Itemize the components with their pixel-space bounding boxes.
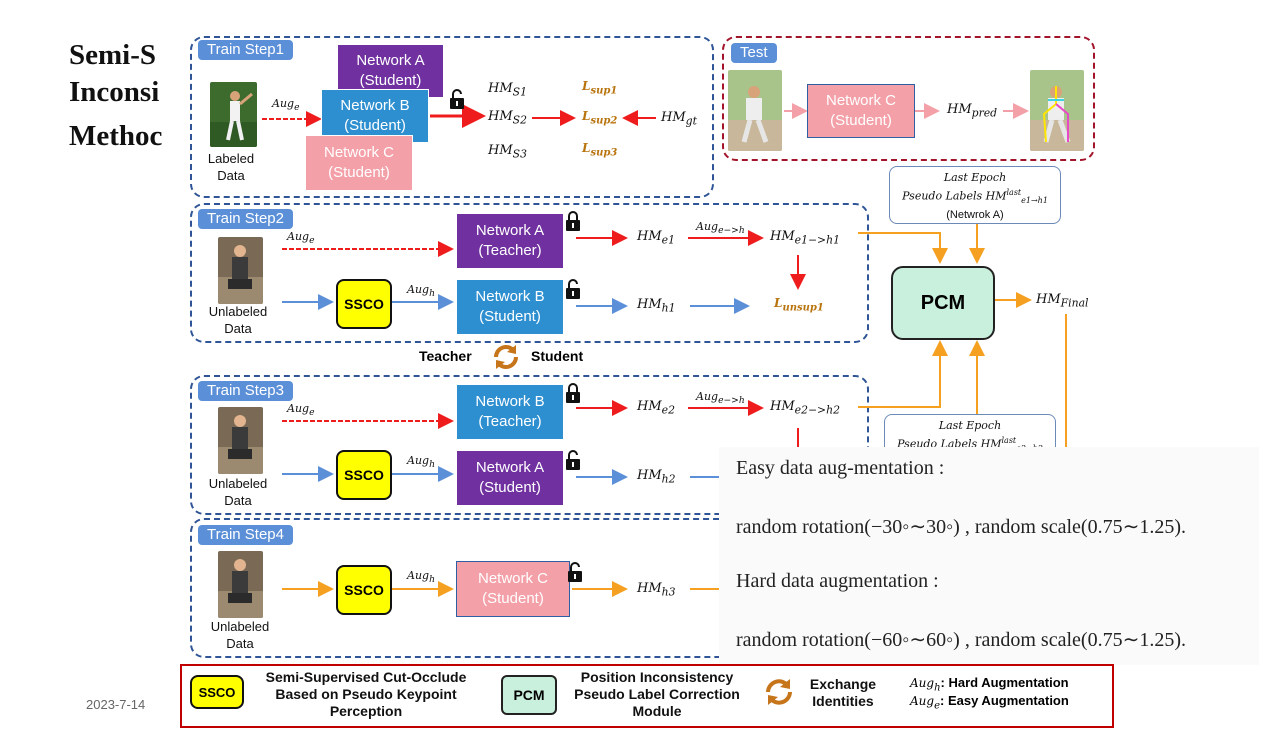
pcm-box: PCM — [891, 266, 995, 340]
hm-e2-label: HMe2 — [637, 399, 675, 417]
l-sup2-label: Lsup2 — [582, 109, 618, 127]
lock-icon — [566, 211, 580, 231]
test-input-image — [728, 70, 782, 151]
exchange-student-label: Student — [531, 348, 584, 364]
step3-ssco-box: SSCO — [336, 450, 392, 500]
legend-aug-e: Auge: Easy Augmentation — [910, 693, 1069, 712]
step2-aug-e-label: Auge — [287, 230, 315, 247]
test-output-image — [1030, 70, 1084, 151]
hm-e1h1-label: HMe1−>h1 — [770, 229, 840, 247]
step2-network-b-student-box: Network B(Student) — [456, 279, 564, 335]
step4-network-c-student-box: Network C(Student) — [456, 561, 570, 617]
hm-e1-label: HMe1 — [637, 229, 675, 247]
title-line-2: Inconsi — [69, 76, 160, 108]
unlock-icon — [450, 89, 464, 109]
l-unsup1-label: Lunsup1 — [774, 296, 824, 314]
hard-aug-detail: random rotation(−60◦∼60◦) , random scale… — [736, 629, 1186, 651]
step4-ssco-box: SSCO — [336, 565, 392, 615]
last-epoch-callout-1: Last Epoch Pseudo Labels HMlaste1→h1 (Ne… — [889, 166, 1061, 224]
step2-network-a-teacher-box: Network A(Teacher) — [456, 213, 564, 269]
tag-train-step3: Train Step3 — [198, 381, 293, 401]
step3-aug-eh-label: Auge−>h — [696, 390, 745, 407]
step2-ssco-box: SSCO — [336, 279, 392, 329]
step4-unlabeled-image — [218, 551, 263, 618]
labeled-data-image — [210, 82, 257, 147]
step3-aug-h-label: Augh — [407, 454, 435, 471]
slide-date: 2023-7-14 — [86, 697, 146, 712]
legend-ssco-box: SSCO — [190, 675, 244, 709]
hm-final-label: HMFinal — [1036, 292, 1089, 310]
step2-aug-h-label: Augh — [407, 283, 435, 300]
unlock-icon — [566, 279, 580, 299]
easy-aug-detail: random rotation(−30◦∼30◦) , random scale… — [736, 516, 1186, 538]
legend-exchange-icon — [766, 679, 792, 705]
hm-s1-label: HMS1 — [488, 81, 527, 99]
hm-gt-label: HMgt — [661, 110, 697, 128]
test-network-c-box: Network C(Student) — [807, 84, 915, 138]
step3-aug-e-label: Auge — [287, 402, 315, 419]
tag-train-step4: Train Step4 — [198, 525, 293, 545]
step4-aug-h-label: Augh — [407, 569, 435, 586]
title-line-1: Semi-S — [69, 39, 156, 71]
l-sup1-label: Lsup1 — [582, 79, 618, 97]
exchange-icon — [494, 345, 518, 369]
step2-aug-eh-label: Auge−>h — [696, 220, 745, 237]
hm-pred-label: HMpred — [947, 102, 998, 120]
hm-h2-label: HMh2 — [637, 468, 676, 486]
unlock-icon — [566, 450, 580, 470]
network-c-student-box: Network C(Student) — [305, 135, 413, 191]
hm-s3-label: HMS3 — [488, 143, 527, 161]
legend-pcm-box: PCM — [501, 675, 557, 715]
step3-network-a-student-box: Network A(Student) — [456, 450, 564, 506]
step3-network-b-teacher-box: Network B(Teacher) — [456, 384, 564, 440]
augmentation-textbox: Easy data aug-mentation : random rotatio… — [719, 447, 1259, 665]
hm-e2h2-label: HMe2−>h2 — [770, 399, 840, 417]
exchange-teacher-label: Teacher — [419, 348, 472, 364]
tag-train-step2: Train Step2 — [198, 209, 293, 229]
hm-h1-label: HMh1 — [637, 297, 676, 315]
legend-aug-h: Augh: Hard Augmentation — [910, 675, 1069, 694]
tag-test: Test — [731, 43, 777, 63]
easy-aug-heading: Easy data aug-mentation : — [736, 457, 945, 479]
lock-icon — [566, 383, 580, 403]
tag-train-step1: Train Step1 — [198, 40, 293, 60]
unlock-icon — [568, 562, 582, 582]
title-line-3: Methoc — [69, 120, 163, 152]
network-b-student-box: Network B(Student) — [321, 89, 429, 143]
l-sup3-label: Lsup3 — [582, 141, 618, 159]
hm-s2-label: HMS2 — [488, 109, 527, 127]
aug-e-label: Auge — [272, 97, 300, 114]
step3-unlabeled-image — [218, 407, 263, 474]
hm-h3-label: HMh3 — [637, 581, 676, 599]
hard-aug-heading: Hard data augmentation : — [736, 570, 939, 592]
step2-unlabeled-image — [218, 237, 263, 304]
